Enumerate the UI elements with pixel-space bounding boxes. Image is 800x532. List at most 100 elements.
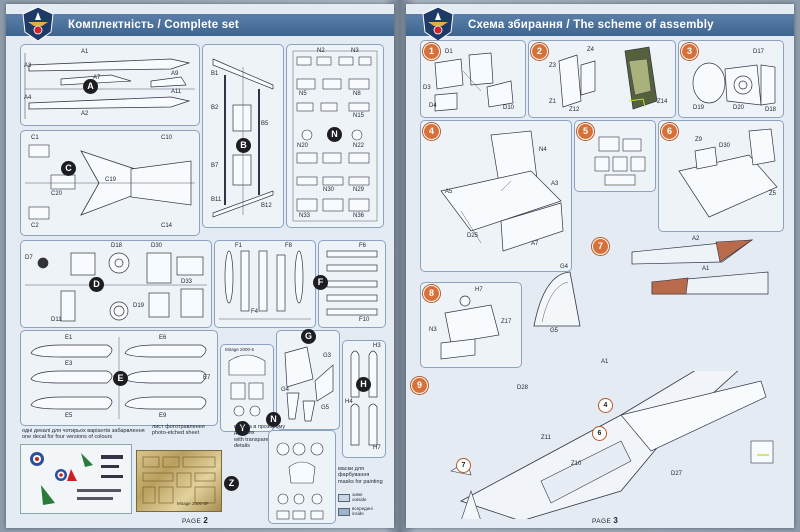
part-label: N33 [299, 213, 311, 219]
sprue-letter-n-second: N [266, 412, 281, 427]
part-label: N30 [323, 187, 335, 193]
step-badge-3: 3 [681, 43, 698, 60]
part-label: D17 [753, 49, 765, 55]
part-label: Z11 [541, 435, 551, 441]
page-title: Схема збирання / The scheme of assembly [406, 14, 794, 36]
assembly-step-1: 1 D1 D3 D4 D10 [420, 40, 526, 118]
sprue-letter-h: H [356, 377, 371, 392]
mask-sheet [268, 430, 336, 524]
part-label: Z1 [549, 99, 557, 105]
step-badge-7: 7 [592, 238, 609, 255]
part-label: N8 [353, 91, 361, 97]
masks-caption: маски для фарбування masks for painting [338, 466, 383, 485]
part-label: F10 [359, 317, 370, 323]
step-badge-8: 8 [423, 285, 440, 302]
decal-sheet [20, 444, 132, 514]
part-label: C19 [105, 177, 117, 183]
part-label: G5 [321, 405, 330, 411]
part-label: A1 [601, 359, 609, 365]
part-label: N5 [299, 91, 307, 97]
sprue-letter-n: N [327, 127, 342, 142]
assembly-step-9: 9 A1 D28 Z11 Z10 D27 4 6 7 [411, 359, 784, 520]
part-label: A2 [692, 236, 700, 242]
step-badge-1: 1 [423, 43, 440, 60]
part-label: E6 [159, 335, 167, 341]
mask-legend-outside-swatch [338, 494, 350, 502]
part-label: N2 [317, 48, 325, 54]
assembly-step-8: 8 H7 N3 Z17 [420, 282, 522, 368]
part-label: D25 [467, 233, 479, 239]
part-label: D3 [423, 85, 431, 91]
part-label: C1 [31, 135, 39, 141]
part-label: D19 [133, 303, 145, 309]
part-label: C20 [51, 191, 63, 197]
part-label: E5 [65, 413, 73, 419]
part-label: A7 [93, 75, 101, 81]
page-assembly: Схема збирання / The scheme of assembly … [406, 4, 794, 528]
part-label: E7 [203, 375, 211, 381]
part-label: F4 [251, 309, 259, 315]
part-label: N4 [539, 147, 547, 153]
part-label: A4 [24, 95, 32, 101]
callout-badge-6: 6 [593, 427, 606, 440]
callout-badge-7: 7 [457, 459, 470, 472]
step-4-drawing [440, 130, 564, 252]
part-label: A7 [531, 241, 539, 247]
part-label: D4 [429, 103, 437, 109]
mask-legend-outside: зовні outside [352, 492, 367, 503]
sprue-f-extension: F F6 F10 [313, 240, 386, 328]
sprue-letter-g: G [301, 329, 316, 344]
page-number-right: PAGE 3 [592, 516, 618, 525]
sprue-letter-z: Z [224, 476, 239, 491]
step-8-drawing [440, 295, 500, 360]
part-label: G5 [550, 328, 559, 334]
part-label: D33 [181, 279, 193, 285]
part-label: Z17 [501, 319, 512, 325]
sprue-d-drawing [25, 252, 207, 322]
part-label: G4 [281, 387, 290, 393]
part-label: Z3 [549, 63, 557, 69]
part-label: F6 [359, 243, 367, 249]
part-label: H7 [373, 445, 381, 451]
part-label: F1 [235, 243, 243, 249]
sprue-e: E1 E3 E5 E6 E7 E9 E [20, 330, 218, 426]
transparent-caption: планка в прозорому деталях with transpar… [234, 424, 286, 449]
part-label: N29 [353, 187, 365, 193]
sprue-letter-b: B [236, 138, 251, 153]
part-label: N20 [297, 143, 309, 149]
page-label: PAGE [182, 518, 202, 525]
photoetch-drawing [142, 456, 216, 504]
step-5-drawing [594, 136, 646, 186]
step-6-drawing [678, 128, 778, 218]
step-badge-5: 5 [577, 123, 594, 140]
part-label: A9 [171, 71, 179, 77]
part-label: N15 [353, 113, 365, 119]
step-1-drawing [434, 52, 514, 112]
part-label: D30 [719, 143, 731, 149]
part-label: C2 [31, 223, 39, 229]
assembly-step-4: 4 N4 A3 A5 A7 D25 [420, 120, 572, 272]
step-2-drawing [558, 46, 658, 110]
part-label: B5 [261, 121, 269, 127]
sprue-letter-a: A [83, 79, 98, 94]
sprue-letter-d: D [89, 277, 104, 292]
part-label: A5 [445, 189, 453, 195]
part-label: B7 [211, 163, 219, 169]
page-number: 2 [203, 516, 209, 525]
part-label: Z5 [769, 191, 777, 197]
part-label: D10 [503, 105, 515, 111]
part-label: F8 [285, 243, 293, 249]
part-label: D30 [151, 243, 163, 249]
photoetch-sheet: Mirage 2000-5F [136, 450, 222, 512]
sprue-g-drawing [284, 346, 334, 422]
brand-logo-icon [422, 6, 454, 42]
step-9-drawing [450, 371, 774, 519]
part-label: Z4 [587, 47, 595, 53]
step-badge-6: 6 [661, 123, 678, 140]
step-3-drawing [692, 62, 776, 106]
sprue-b: B1 B2 B5 B7 B11 B12 B [202, 44, 284, 228]
part-label: Z12 [569, 107, 580, 113]
step-badge-2: 2 [531, 43, 548, 60]
part-label: C10 [161, 135, 173, 141]
part-label: B2 [211, 105, 219, 111]
